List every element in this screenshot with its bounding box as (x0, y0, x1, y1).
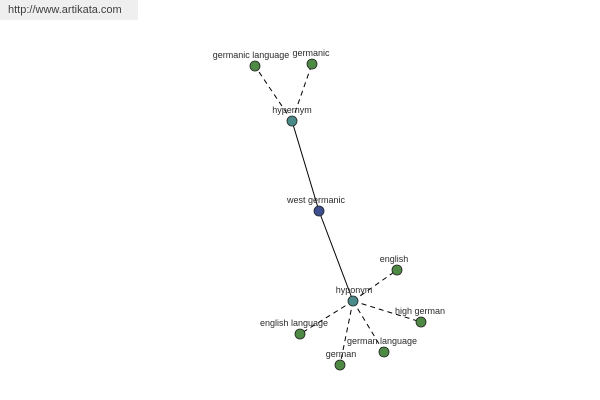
node-english[interactable] (391, 264, 403, 276)
node-high-german[interactable] (415, 316, 427, 328)
center-node[interactable] (313, 205, 325, 217)
edge-hyponym-german-language (352, 300, 385, 353)
edge-hyponym-english-language (299, 300, 354, 335)
hyponym-label: hyponym (336, 285, 373, 295)
edge-hyponym-german (339, 300, 354, 366)
graph-nodes (249, 58, 427, 371)
node-germanic[interactable] (306, 58, 318, 70)
center-node-label: west germanic (286, 195, 346, 205)
node-german[interactable] (334, 359, 346, 371)
edge-hyponym-center (318, 210, 354, 302)
node-english-language[interactable] (294, 328, 306, 340)
source-bar: http://www.artikata.com (0, 0, 138, 20)
hyponym-node[interactable] (347, 295, 359, 307)
graph-labels: west germanic hypernym hyponym germanic lan… (213, 48, 445, 359)
hypernym-label: hypernym (272, 105, 312, 115)
label-germanic: germanic (292, 48, 330, 58)
node-germanic-language[interactable] (249, 60, 261, 72)
source-link[interactable]: http://www.artikata.com (8, 4, 122, 16)
label-germanic-language: germanic language (213, 50, 290, 60)
hypernym-node[interactable] (286, 115, 298, 127)
label-english: english (380, 254, 409, 264)
edge-hypernym-germanic-language (254, 65, 293, 122)
label-german: german (326, 349, 357, 359)
node-german-language[interactable] (378, 346, 390, 358)
graph-edges (254, 63, 422, 366)
label-german-language: german language (347, 336, 417, 346)
label-english-language: english language (260, 318, 328, 328)
edge-hypernym-germanic (291, 63, 313, 122)
label-high-german: high german (395, 306, 445, 316)
edge-hypernym-center (291, 120, 320, 212)
edge-hyponym-high-german (352, 300, 422, 323)
